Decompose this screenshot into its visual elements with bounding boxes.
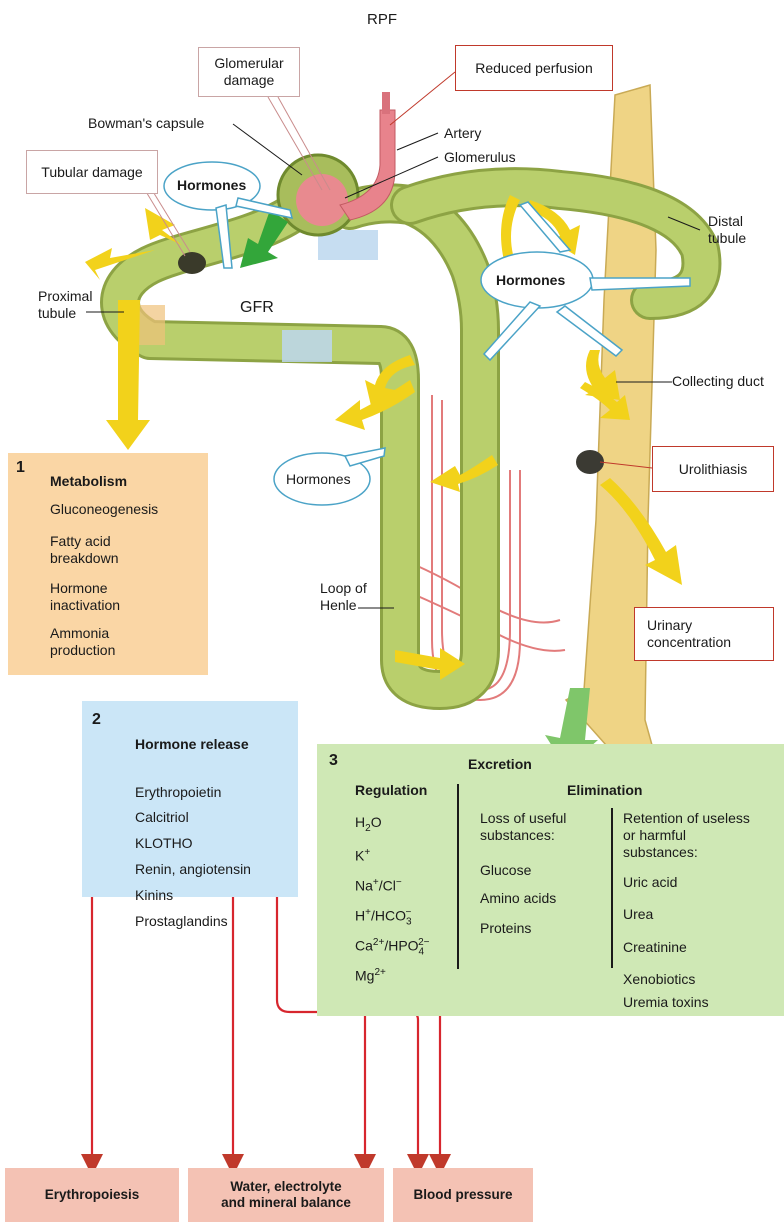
urolithiasis-label: Urolithiasis bbox=[679, 461, 747, 478]
sub: 2 bbox=[365, 823, 371, 834]
distal-tubule-label: Distal tubule bbox=[708, 213, 746, 247]
glomerulus-label: Glomerulus bbox=[444, 149, 516, 166]
sup: + bbox=[373, 877, 379, 888]
metabolism-panel: 1 Metabolism Gluconeogenesis Fatty acid … bbox=[8, 453, 208, 675]
sub: 4 bbox=[419, 946, 425, 957]
outcome-label: Blood pressure bbox=[413, 1187, 512, 1203]
regulation-divider bbox=[457, 784, 459, 969]
glomerulus-shape bbox=[296, 174, 348, 226]
loop-of-henle-label: Loop of Henle bbox=[320, 580, 367, 614]
glomerular-damage-label: Glomerular damage bbox=[214, 55, 283, 89]
outcome-erythropoiesis: Erythropoiesis bbox=[5, 1168, 179, 1222]
artery-label: Artery bbox=[444, 125, 481, 142]
hormone-release-panel: 2 Hormone release Erythropoietin Calcitr… bbox=[82, 701, 298, 897]
hormone-item: KLOTHO bbox=[135, 835, 193, 852]
regulation-item: H+/HCO3− bbox=[355, 904, 411, 930]
bowmans-capsule-label: Bowman's capsule bbox=[88, 115, 204, 132]
retention-item: Urea bbox=[623, 906, 653, 923]
hormones-label-1: Hormones bbox=[177, 177, 246, 194]
retention-item: Uremia toxins bbox=[623, 994, 709, 1011]
glomerular-damage-box: Glomerular damage bbox=[198, 47, 300, 97]
panel-number: 1 bbox=[16, 459, 25, 477]
sup: − bbox=[406, 907, 412, 918]
artery-tip bbox=[382, 92, 390, 114]
tubule-segment-blue bbox=[282, 330, 332, 362]
excretion-title: Excretion bbox=[468, 756, 532, 772]
urinary-concentration-box: Urinary concentration bbox=[634, 607, 774, 661]
outcome-label: Water, electrolyte and mineral balance bbox=[221, 1179, 351, 1211]
panel-number: 2 bbox=[92, 711, 101, 729]
retention-item: Uric acid bbox=[623, 874, 677, 891]
rpf-title: RPF bbox=[367, 11, 397, 28]
urolithiasis-stone bbox=[576, 450, 604, 474]
hormone-release-title: Hormone release bbox=[135, 736, 249, 752]
sup: − bbox=[396, 877, 402, 888]
loss-item: Amino acids bbox=[480, 890, 556, 907]
gfr-label: GFR bbox=[240, 299, 274, 316]
excretion-panel: 3 Excretion Regulation Elimination Loss … bbox=[317, 744, 784, 1016]
elimination-divider bbox=[611, 808, 613, 968]
retention-item: Xenobiotics bbox=[623, 971, 695, 988]
loss-title: Loss of useful substances: bbox=[480, 810, 566, 844]
hormone-item: Calcitriol bbox=[135, 809, 189, 826]
tubular-damage-label: Tubular damage bbox=[41, 164, 142, 181]
outcome-blood-pressure: Blood pressure bbox=[393, 1168, 533, 1222]
proximal-tubule-label: Proximal tubule bbox=[38, 288, 92, 322]
sup: + bbox=[365, 907, 371, 918]
regulation-item: Na+/Cl− bbox=[355, 874, 402, 895]
hormones-label-3: Hormones bbox=[286, 471, 351, 488]
panel-number: 3 bbox=[329, 752, 338, 770]
sup: 2− bbox=[418, 937, 429, 948]
metabolism-item: Gluconeogenesis bbox=[50, 501, 158, 518]
metabolism-title: Metabolism bbox=[50, 473, 127, 489]
hormone-item: Kinins bbox=[135, 887, 173, 904]
urinary-concentration-label: Urinary concentration bbox=[647, 617, 731, 651]
hormone-item: Prostaglandins bbox=[135, 913, 228, 930]
hormones-label-2: Hormones bbox=[496, 272, 565, 289]
metabolism-item: Hormone inactivation bbox=[50, 580, 120, 614]
urolithiasis-box: Urolithiasis bbox=[652, 446, 774, 492]
regulation-item: K+ bbox=[355, 844, 370, 865]
regulation-item: Ca2+/HPO42− bbox=[355, 934, 430, 960]
retention-title: Retention of useless or harmful substanc… bbox=[623, 810, 750, 861]
reduced-perfusion-box: Reduced perfusion bbox=[455, 45, 613, 91]
outcome-label: Erythropoiesis bbox=[45, 1187, 140, 1203]
regulation-item: H2O bbox=[355, 814, 382, 837]
hormone-item: Renin, angiotensin bbox=[135, 861, 251, 878]
outcome-water-electrolyte: Water, electrolyte and mineral balance bbox=[188, 1168, 384, 1222]
regulation-item: Mg2+ bbox=[355, 964, 386, 985]
retention-item: Creatinine bbox=[623, 939, 687, 956]
hormone-item: Erythropoietin bbox=[135, 784, 221, 801]
loss-item: Proteins bbox=[480, 920, 531, 937]
sub: 3 bbox=[406, 916, 412, 927]
sup: + bbox=[364, 847, 370, 858]
loss-item: Glucose bbox=[480, 862, 531, 879]
regulation-title: Regulation bbox=[355, 782, 427, 798]
metabolism-item: Ammonia production bbox=[50, 625, 115, 659]
tubular-damage-spot bbox=[178, 252, 206, 274]
collecting-duct-label: Collecting duct bbox=[672, 373, 764, 390]
sup: 2+ bbox=[373, 937, 384, 948]
reduced-perfusion-label: Reduced perfusion bbox=[475, 60, 593, 77]
sup: 2+ bbox=[374, 967, 385, 978]
elimination-title: Elimination bbox=[567, 782, 642, 798]
metabolism-item: Fatty acid breakdown bbox=[50, 533, 119, 567]
tubular-damage-box: Tubular damage bbox=[26, 150, 158, 194]
